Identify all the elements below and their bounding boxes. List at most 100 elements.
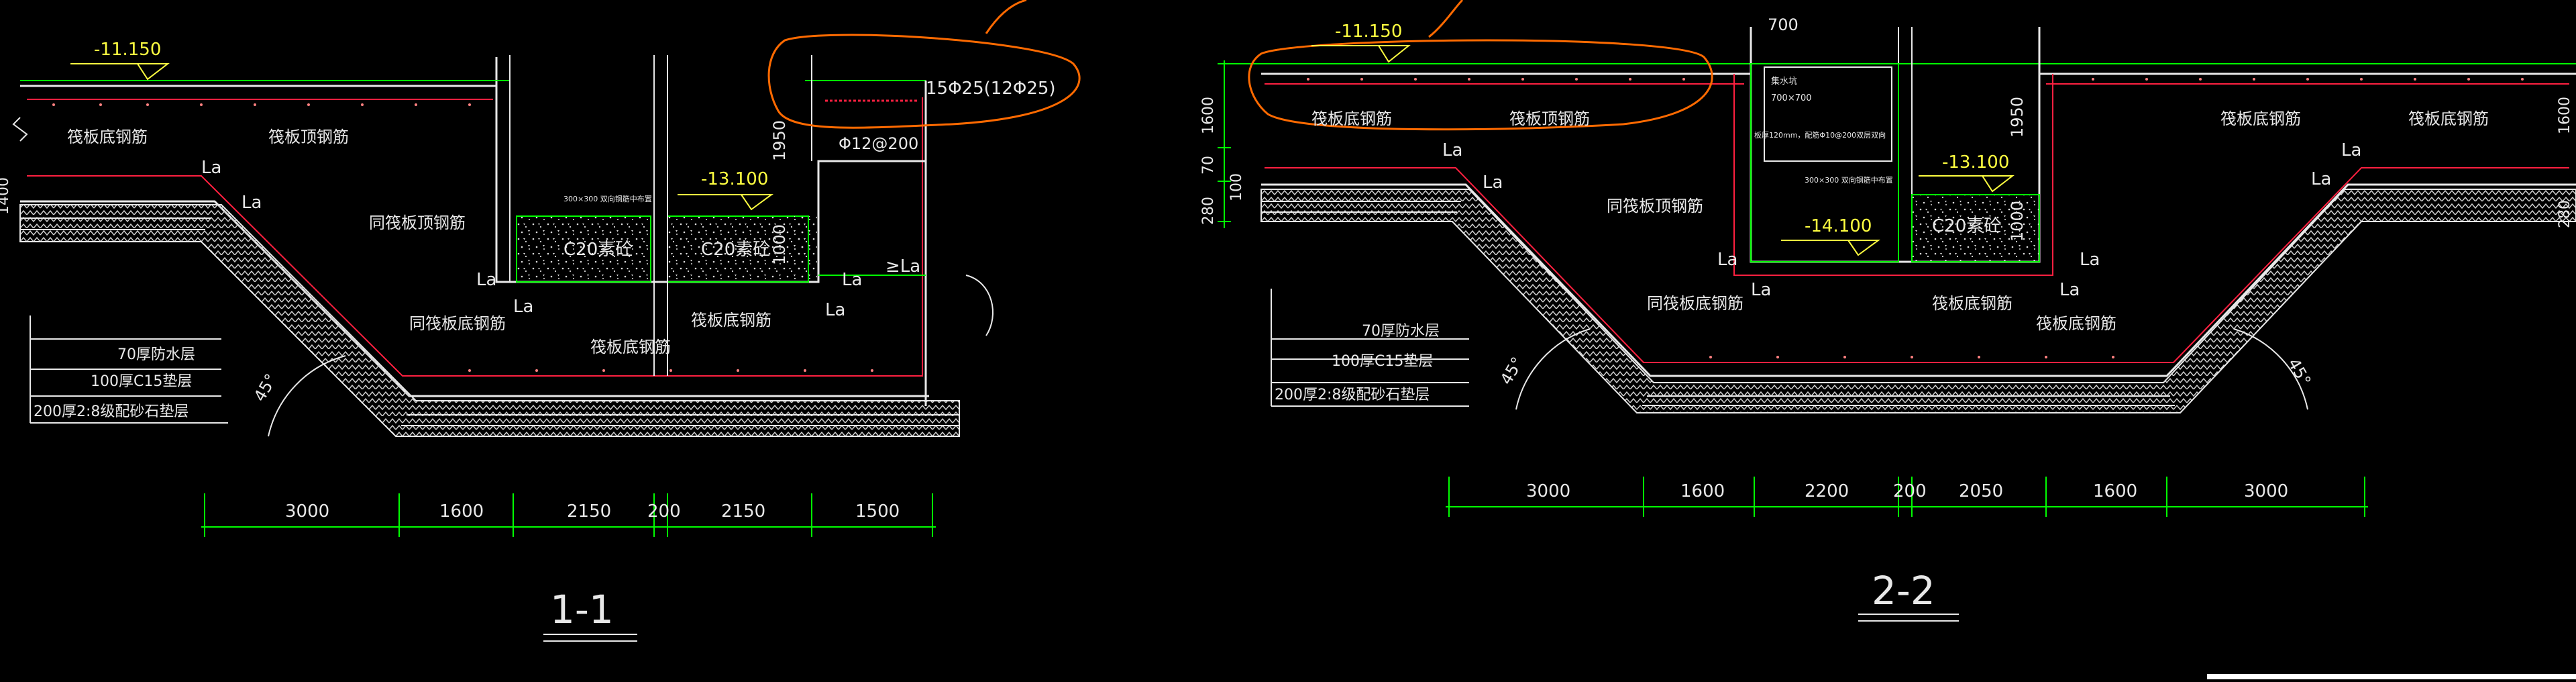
s2-left-dim-4: 100 xyxy=(1228,173,1245,201)
s1-rebar-stirrup: Φ12@200 xyxy=(839,134,918,153)
s1-section-title: 1-1 xyxy=(550,587,614,632)
s2-revision-arc xyxy=(1428,0,1464,38)
s2-la-6: La xyxy=(2059,280,2080,300)
s1-angle-arc xyxy=(268,355,346,437)
s1-dim-4: 200 xyxy=(647,501,681,522)
s1-dim-3: 2150 xyxy=(567,501,611,522)
s1-dim-6: 1500 xyxy=(855,501,900,522)
s1-label-top-rebar: 筏板顶钢筋 xyxy=(268,128,349,146)
s1-concrete-fill-3 xyxy=(790,216,817,282)
s2-elev-top: -11.150 xyxy=(1335,21,1402,42)
s1-label-bottom-rebar-3: 筏板底钢筋 xyxy=(590,338,671,356)
s2-label-bottom-rebar-1: 筏板底钢筋 xyxy=(1311,109,1392,128)
s2-rebar-dots xyxy=(1307,78,2524,358)
section-1-1: -11.150 -13.100 15Φ25(12Φ25) Φ12@200 C20… xyxy=(0,0,1081,642)
s2-label-same-bottom: 同筏板底钢筋 xyxy=(1647,294,1743,313)
s1-la-5: La xyxy=(842,270,862,290)
s1-left-dim: 1400 xyxy=(0,177,12,215)
s2-sump-size: 700×700 xyxy=(1771,93,1812,103)
s2-layer-legend xyxy=(1271,289,1469,407)
s2-right-dim-2: 280 xyxy=(2557,200,2573,228)
s1-small-note: 300×300 双向钢筋中布置 xyxy=(564,194,652,203)
s1-layer-3: 200厚2:8级配砂石垫层 xyxy=(34,403,189,420)
s2-la-5: La xyxy=(2080,250,2100,270)
s1-revision-cloud[interactable] xyxy=(767,34,1081,129)
s2-dim-2: 1600 xyxy=(1680,481,1725,501)
s1-dim-1: 3000 xyxy=(285,501,329,522)
s2-dim-3: 2200 xyxy=(1805,481,1849,501)
s1-la-1: La xyxy=(201,158,221,178)
s2-angle-right: 45° xyxy=(2284,355,2315,389)
s1-la-6: La xyxy=(825,300,845,320)
s2-sump-title: 集水坑 xyxy=(1771,76,1797,87)
s2-bottom-rebar xyxy=(1265,167,2569,363)
s1-label-bottom-rebar-2: 筏板底钢筋 xyxy=(691,311,771,330)
s2-sump-note: 板厚120mm，配筋Φ10@200双层双向 xyxy=(1754,130,1886,140)
s2-la-1: La xyxy=(1442,140,1462,160)
s2-vert-1950: 1950 xyxy=(2008,97,2027,138)
s1-ge-la-arc xyxy=(965,275,994,336)
s2-left-dim-2: 70 xyxy=(1200,156,1217,175)
s1-la-3: La xyxy=(476,270,496,290)
s2-la-4: La xyxy=(1751,280,1771,300)
s2-angle-arc-right xyxy=(2233,328,2308,410)
s1-elev-pit-marker xyxy=(678,194,774,211)
s1-concrete-label-2: C20素砼 xyxy=(701,240,770,260)
s2-la-8: La xyxy=(2341,140,2361,160)
s2-foundation-outline xyxy=(1261,183,2576,377)
s2-dim-7: 3000 xyxy=(2244,481,2288,501)
s2-label-top-rebar: 筏板顶钢筋 xyxy=(1509,109,1590,128)
s2-bedding-layers xyxy=(1260,189,2576,413)
s2-label-bottom-rebar-2: 筏板底钢筋 xyxy=(1932,294,2012,313)
s2-left-dim-ticks xyxy=(1218,60,1231,228)
s2-dim-4: 200 xyxy=(1893,481,1927,501)
s2-section-title: 2-2 xyxy=(1872,568,1935,614)
s2-right-dim-1: 1600 xyxy=(2557,97,2573,134)
s2-dim-6: 1600 xyxy=(2093,481,2137,501)
s1-revision-arc xyxy=(985,0,1027,34)
s2-label-same-top: 同筏板顶钢筋 xyxy=(1607,197,1703,215)
s2-slab-top-right xyxy=(2038,27,2576,75)
s2-angle-arc-left xyxy=(1515,328,1591,410)
s2-sump-inner xyxy=(1764,66,1892,162)
s2-layer-1: 70厚防水层 xyxy=(1362,323,1440,340)
s1-layer-legend xyxy=(30,315,228,424)
s1-bedding-layers xyxy=(19,204,960,437)
s1-la-2: La xyxy=(241,193,262,213)
s2-elev-sump-marker xyxy=(1781,240,1881,256)
s1-rebar-dots xyxy=(52,103,873,372)
s1-layer-2: 100厚C15垫层 xyxy=(91,373,192,390)
s1-concrete-fill-2 xyxy=(667,215,809,283)
s2-label-bottom-rebar-5: 筏板底钢筋 xyxy=(2408,109,2489,128)
s1-dim-chain xyxy=(201,493,936,537)
s2-dim-chain xyxy=(1446,477,2368,517)
s2-sump-box xyxy=(1750,63,1899,262)
s2-pit-inner-walls xyxy=(1733,74,2053,276)
s2-elev-top-marker xyxy=(1311,45,1411,63)
s2-angle-left: 45° xyxy=(1497,354,1527,388)
s1-bottom-rebar xyxy=(27,97,923,377)
s2-left-dim-3: 280 xyxy=(1200,197,1217,225)
s1-layer-1: 70厚防水层 xyxy=(117,346,195,363)
s1-ge-la: ≥La xyxy=(885,256,920,277)
s2-la-2: La xyxy=(1483,173,1503,193)
s1-rebar-top-right: 15Φ25(12Φ25) xyxy=(926,79,1056,99)
s2-la-7: La xyxy=(2311,169,2331,189)
s2-dim-5: 2050 xyxy=(1959,481,2003,501)
s1-la-4: La xyxy=(513,297,533,317)
s2-elev-pit-marker xyxy=(1919,175,2015,193)
s2-concrete-label: C20素砼 xyxy=(1932,216,2001,236)
s2-revision-cloud[interactable] xyxy=(1248,39,1713,131)
s1-slab-top-line xyxy=(20,57,498,87)
s1-concrete-label-1: C20素砼 xyxy=(564,240,633,260)
s2-elev-pit: -13.100 xyxy=(1942,152,2009,173)
s1-label-bottom-rebar-1: 筏板底钢筋 xyxy=(67,128,148,146)
s1-elev-top-marker xyxy=(70,63,170,81)
s1-vert-1000: 1000 xyxy=(770,224,789,265)
s2-concrete-fill xyxy=(1911,194,2040,262)
s2-layer-3: 200厚2:8级配砂石垫层 xyxy=(1275,387,1430,403)
s1-concrete-fill-1 xyxy=(516,215,651,283)
s2-dim-700: 700 xyxy=(1768,15,1799,34)
